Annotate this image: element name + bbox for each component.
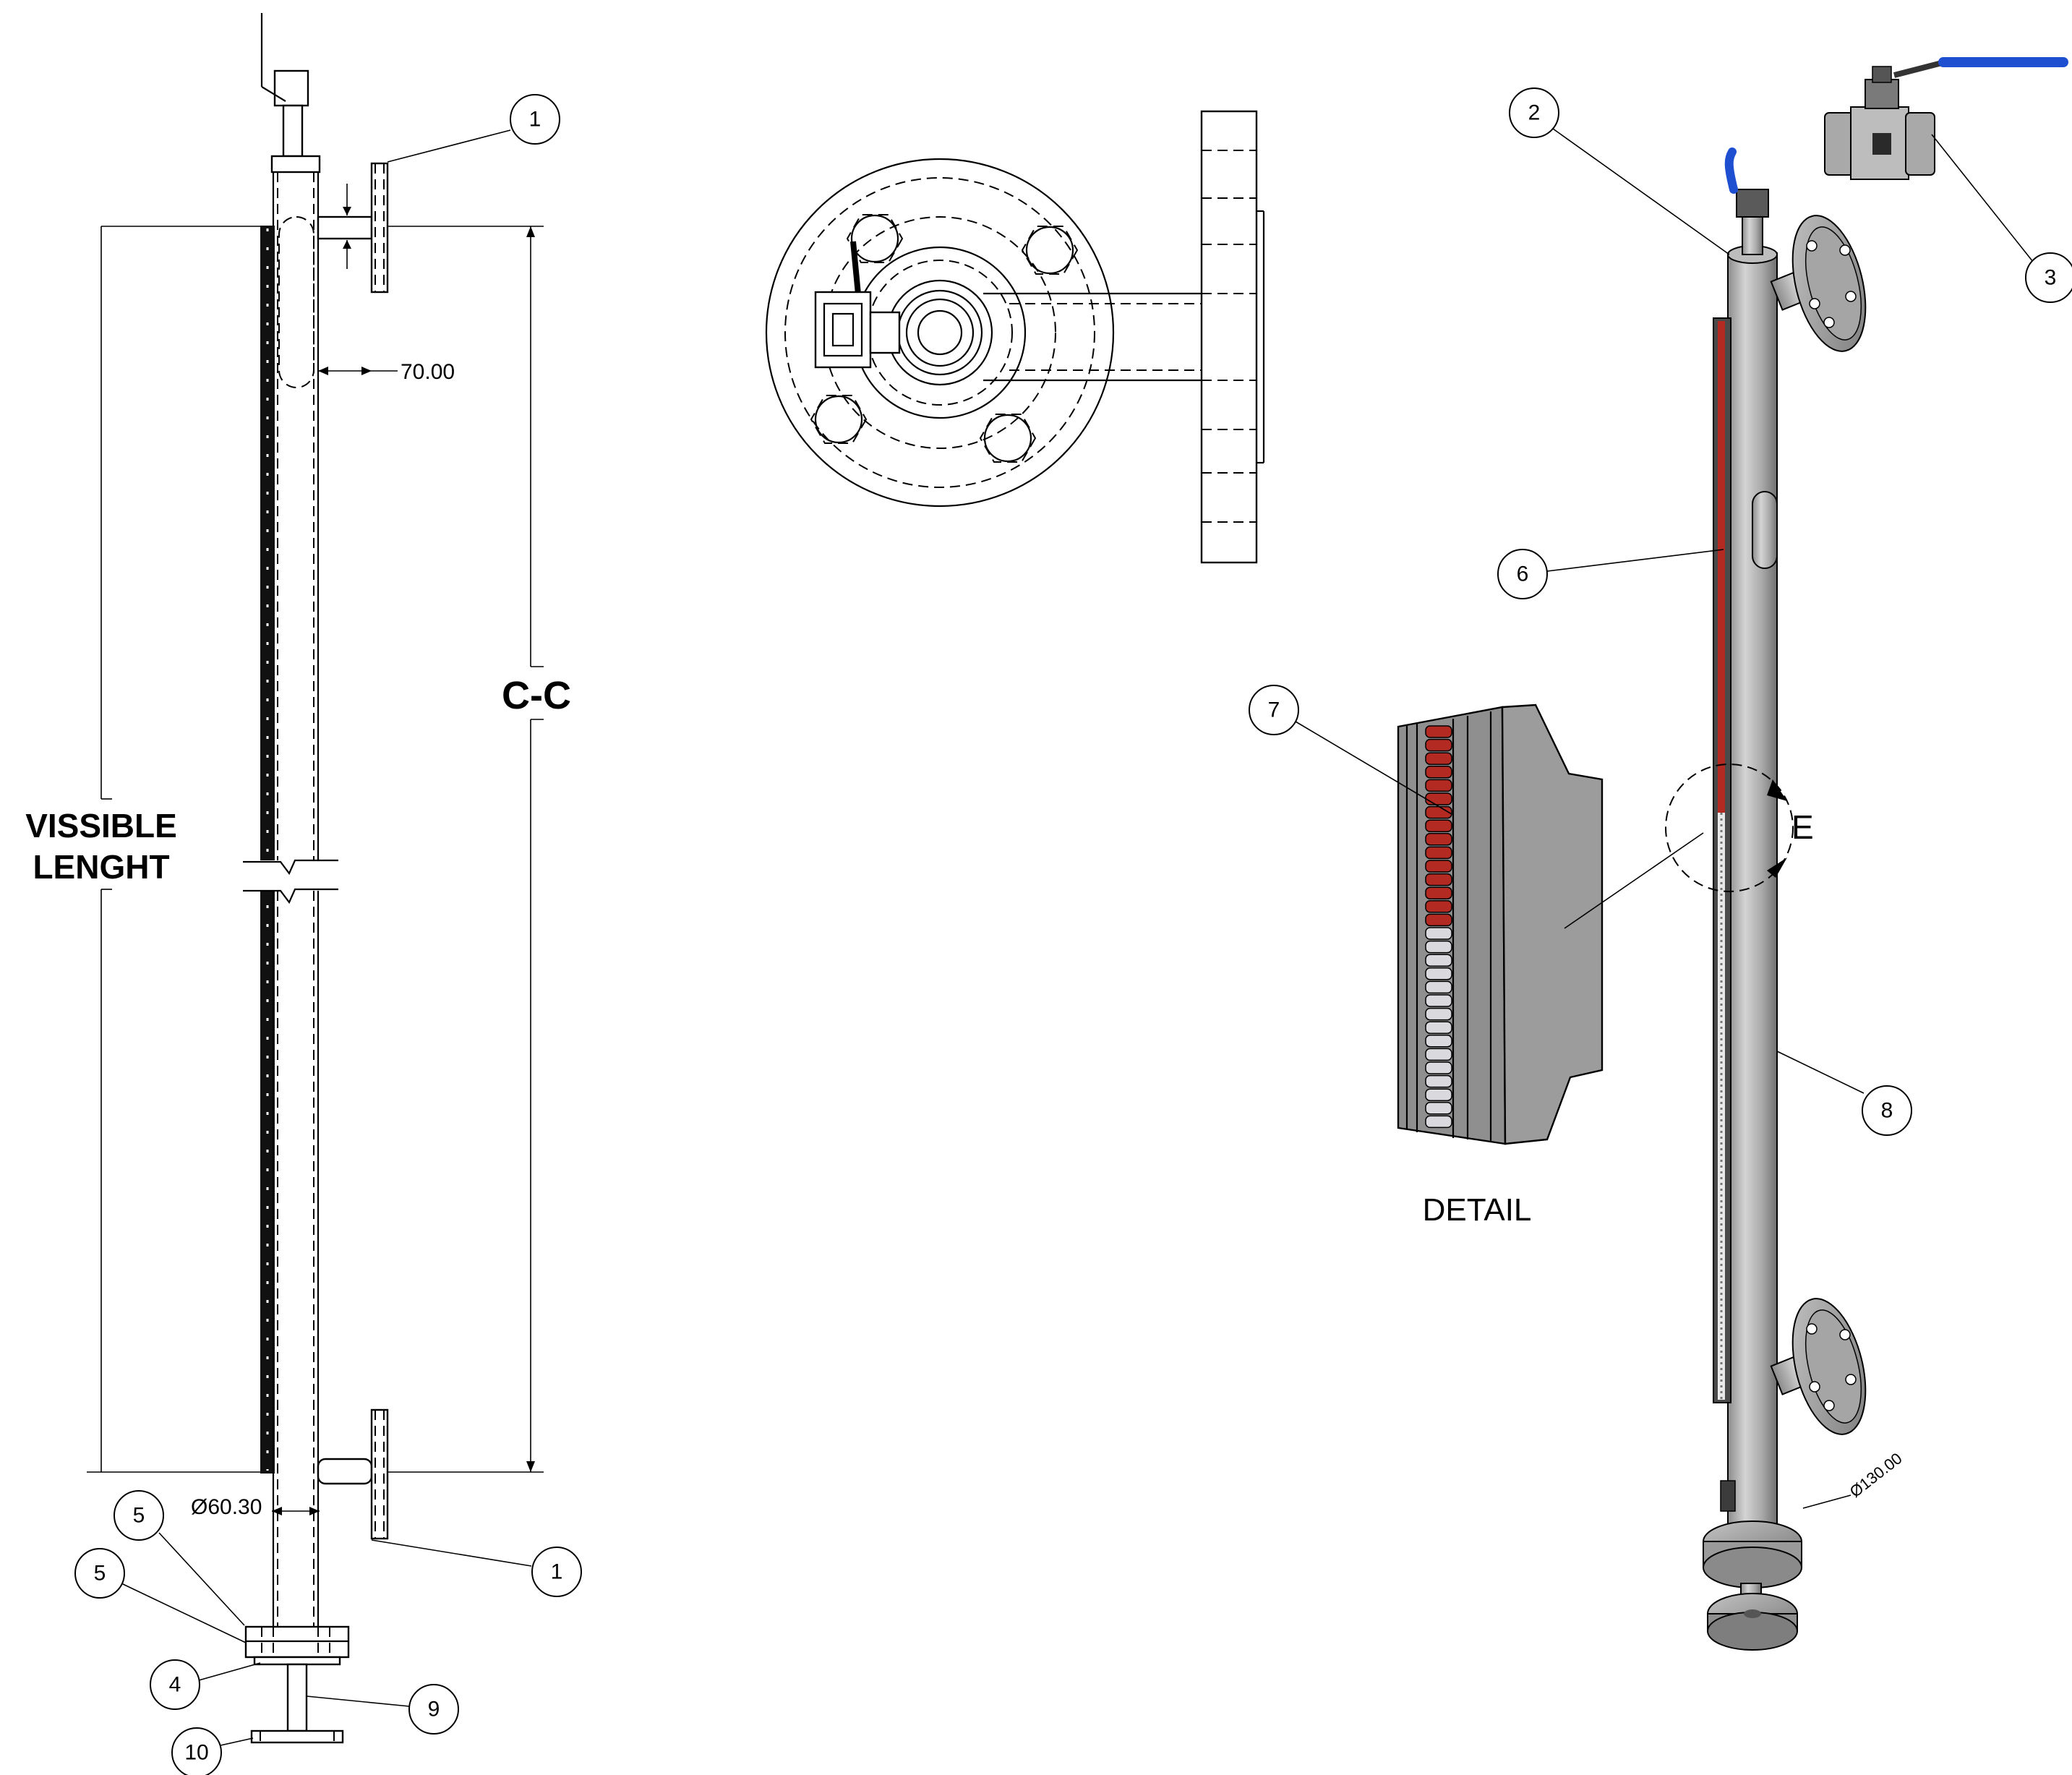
svg-text:9: 9 bbox=[428, 1698, 440, 1721]
indicator-flap bbox=[1425, 913, 1452, 927]
indicator-flap bbox=[1425, 1021, 1452, 1034]
svg-text:3: 3 bbox=[2045, 266, 2057, 290]
indicator-flap bbox=[1425, 967, 1452, 980]
indicator-flap bbox=[1425, 940, 1452, 954]
indicator-flap bbox=[1425, 752, 1452, 765]
balloon-6: 6 bbox=[1497, 549, 1724, 599]
balloon-2: 2 bbox=[1509, 87, 1730, 255]
indicator-flap bbox=[1425, 1007, 1452, 1021]
small-valve-handle bbox=[1724, 147, 1738, 194]
top-view-nozzle bbox=[983, 110, 1265, 564]
center-to-center-dimension: C-C bbox=[388, 226, 571, 1473]
break-symbol bbox=[239, 859, 340, 904]
indicator-flaps bbox=[1425, 725, 1452, 1129]
visible-length-dimension: VISSIBLE LENGHT bbox=[25, 226, 260, 1473]
svg-text:10: 10 bbox=[184, 1741, 208, 1765]
visible-length-label-line2: LENGHT bbox=[33, 848, 169, 886]
visible-length-label-line1: VISSIBLE bbox=[25, 807, 177, 844]
upper-process-connection bbox=[317, 162, 389, 294]
detail-e-marker: E bbox=[1791, 808, 1814, 846]
iso-ball-valve bbox=[1824, 57, 2068, 180]
bolt-holes bbox=[810, 214, 1079, 463]
indicator-flap bbox=[1425, 1088, 1452, 1101]
balloon-5-lower: 5 bbox=[74, 1548, 247, 1643]
lower-process-connection bbox=[317, 1408, 389, 1540]
balloon-9: 9 bbox=[306, 1684, 459, 1735]
detail-view: DETAIL 7 bbox=[1249, 685, 1704, 1228]
indicator-flap bbox=[1425, 1035, 1452, 1048]
iso-main-chamber bbox=[1727, 252, 1778, 1562]
top-view-valve bbox=[814, 241, 901, 369]
balloon-10: 10 bbox=[171, 1727, 254, 1775]
balloon-7: 7 bbox=[1249, 685, 1452, 815]
svg-text:6: 6 bbox=[1517, 563, 1529, 586]
balloon-3: 3 bbox=[1931, 134, 2072, 303]
iso-upper-flange bbox=[1770, 215, 1867, 352]
indicator-flap bbox=[1425, 833, 1452, 846]
offset-dimension-value: 70.00 bbox=[401, 360, 455, 384]
balloon-1-lower: 1 bbox=[371, 1539, 582, 1597]
indicator-flap bbox=[1425, 860, 1452, 873]
balloon-1-upper: 1 bbox=[387, 94, 560, 163]
bottom-flange-assembly bbox=[244, 1625, 350, 1744]
indicator-flap bbox=[1425, 927, 1452, 940]
main-chamber-lower bbox=[272, 891, 320, 1627]
center-to-center-label: C-C bbox=[502, 674, 571, 717]
svg-text:8: 8 bbox=[1881, 1099, 1893, 1123]
balloon-5-upper: 5 bbox=[114, 1490, 245, 1626]
indicator-flap bbox=[1425, 819, 1452, 832]
indicator-flap bbox=[1425, 738, 1452, 752]
top-plan-view bbox=[765, 110, 1265, 564]
svg-text:1: 1 bbox=[551, 1560, 563, 1584]
svg-text:4: 4 bbox=[169, 1673, 181, 1697]
indicator-flap bbox=[1425, 873, 1452, 886]
indicator-flap bbox=[1425, 779, 1452, 792]
indicator-flap bbox=[1425, 1061, 1452, 1074]
indicator-rail bbox=[260, 226, 275, 1474]
iso-bottom-flange bbox=[1703, 1480, 1802, 1651]
indicator-flap bbox=[1425, 792, 1452, 805]
balloon-4: 4 bbox=[150, 1659, 261, 1710]
svg-text:1: 1 bbox=[529, 108, 541, 132]
indicator-flap bbox=[1425, 994, 1452, 1007]
pipe-diameter-dimension: Ø60.30 bbox=[191, 1495, 320, 1519]
main-chamber-upper bbox=[272, 172, 320, 860]
offset-dimension: 70.00 bbox=[318, 360, 455, 384]
svg-text:2: 2 bbox=[1528, 101, 1541, 125]
indicator-flap bbox=[1425, 1048, 1452, 1061]
side-elevation-view: VISSIBLE LENGHT C-C 70.00 Ø60. bbox=[25, 13, 582, 1775]
isometric-view: E Ø130.00 2 3 6 8 bbox=[1497, 57, 2072, 1651]
detail-title: DETAIL bbox=[1423, 1192, 1532, 1228]
svg-text:5: 5 bbox=[94, 1562, 106, 1586]
top-cap bbox=[270, 155, 321, 174]
indicator-flap bbox=[1425, 900, 1452, 913]
flange-diameter-value: Ø130.00 bbox=[1846, 1449, 1906, 1501]
indicator-flap bbox=[1425, 886, 1452, 899]
indicator-flap bbox=[1425, 846, 1452, 860]
indicator-flap bbox=[1425, 954, 1452, 967]
indicator-flap bbox=[1425, 1074, 1452, 1088]
pipe-diameter-value: Ø60.30 bbox=[191, 1495, 262, 1519]
iso-lower-flange bbox=[1770, 1298, 1867, 1435]
indicator-flap bbox=[1425, 766, 1452, 779]
indicator-flap bbox=[1425, 1102, 1452, 1115]
indicator-flap bbox=[1425, 1115, 1452, 1129]
svg-text:5: 5 bbox=[133, 1504, 145, 1528]
svg-text:7: 7 bbox=[1268, 698, 1280, 722]
indicator-flap bbox=[1425, 980, 1452, 994]
side-view-top-valve bbox=[260, 13, 309, 158]
indicator-flap bbox=[1425, 725, 1452, 738]
balloon-8: 8 bbox=[1776, 1051, 1912, 1136]
detail-e-callout: E bbox=[1665, 764, 1814, 892]
